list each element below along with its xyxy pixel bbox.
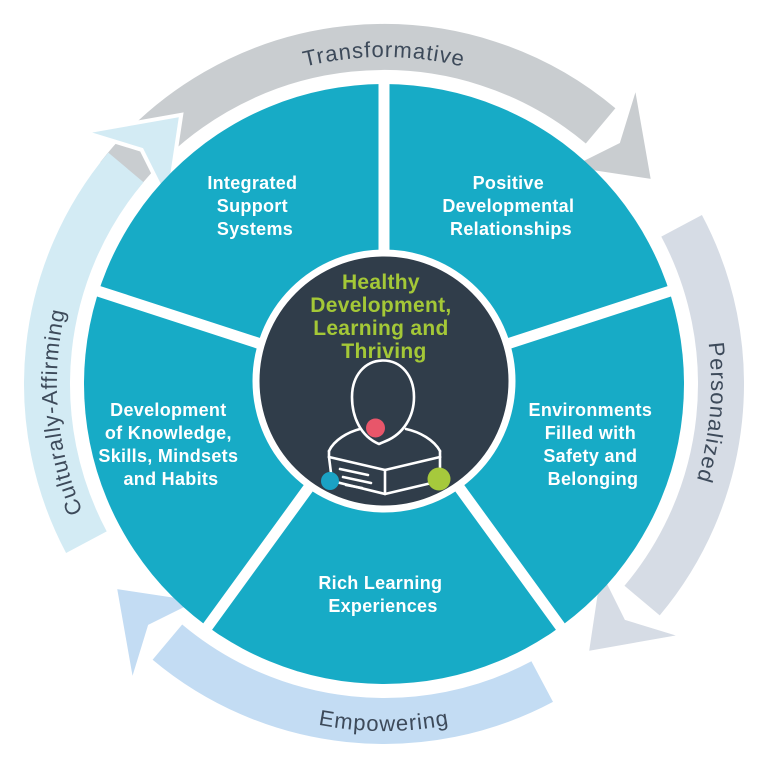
wedge-label-positive-developmental-relationships: Positive Developmental Relationships bbox=[442, 173, 579, 239]
wedge-label-development-knowledge-skills: Development of Knowledge, Skills, Mindse… bbox=[98, 400, 243, 489]
person-reading-book-icon bbox=[321, 359, 451, 496]
wedge-label-environments-safety-belonging: Environments Filled with Safety and Belo… bbox=[529, 400, 658, 489]
wedge-label-integrated-support-systems: Integrated Support Systems bbox=[207, 173, 302, 239]
wedge-divider bbox=[447, 473, 567, 632]
teal-dot bbox=[321, 472, 339, 490]
green-dot bbox=[427, 467, 451, 491]
wedge-dividers bbox=[95, 82, 673, 632]
red-dot bbox=[366, 418, 385, 438]
center-title: Healthy Development, Learning and Thrivi… bbox=[310, 271, 457, 363]
arc-culturally-affirming bbox=[24, 152, 144, 553]
wedge-divider bbox=[201, 473, 321, 632]
wedge-divider bbox=[491, 285, 673, 354]
arc-empowering bbox=[152, 624, 553, 744]
center-circle: Healthy Development, Learning and Thrivi… bbox=[252, 249, 516, 513]
book-text-lines bbox=[338, 467, 373, 490]
right-shoulder bbox=[404, 427, 442, 453]
wedge-label-rich-learning-experiences: Rich Learning Experiences bbox=[318, 573, 447, 616]
left-shoulder bbox=[327, 427, 362, 453]
wedge-divider bbox=[95, 285, 277, 354]
arc-personalized bbox=[624, 215, 744, 616]
center-disc bbox=[252, 249, 516, 513]
head-outline bbox=[350, 359, 416, 446]
